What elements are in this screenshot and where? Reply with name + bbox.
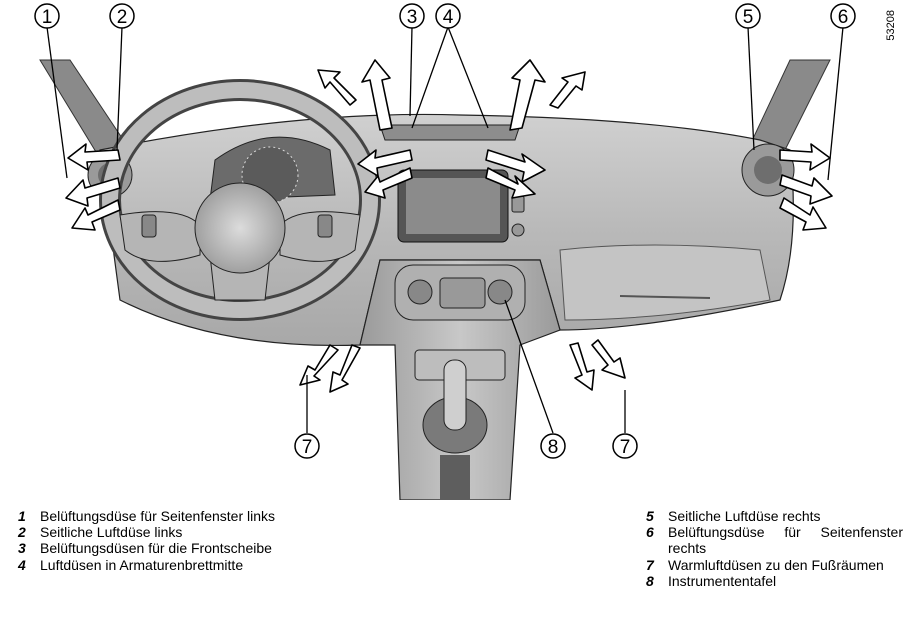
- arrow-right-window-c: [779, 197, 827, 231]
- legend-item: 5 Seitliche Luftdüse rechts: [646, 508, 903, 524]
- legend-item: 7 Warmluftdüsen zu den Fußräumen: [646, 557, 903, 573]
- legend-number: 2: [18, 524, 26, 541]
- callout-1: 1: [34, 3, 60, 29]
- legend-text: Belüftungsdüsen für die Frontscheibe: [40, 540, 272, 557]
- steering-wheel: [99, 79, 381, 321]
- legend-number-blank: [646, 540, 668, 556]
- arrow-foot-right-a: [569, 342, 595, 391]
- legend-right: 5 Seitliche Luftdüse rechts 6 Belüftungs…: [646, 508, 903, 589]
- arrow-right-window-b: [779, 174, 833, 205]
- legend-text: Seitliche Luftdüse rechts: [668, 508, 821, 524]
- callout-5: 5: [735, 3, 761, 29]
- legend-text: Seitliche Luftdüse links: [40, 524, 183, 541]
- legend-text: Belüftungsdüse für Seitenfenster links: [40, 508, 276, 524]
- callout-7-left: 7: [294, 433, 320, 459]
- arrow-right-window-a: [779, 143, 831, 171]
- legend-number: 3: [18, 540, 26, 557]
- callout-7-left-label: 7: [302, 437, 313, 458]
- dashboard-illustration: 1 2 3 4 5 6 7 7 8: [34, 3, 856, 500]
- callout-6: 6: [830, 3, 856, 29]
- legend-number: 1: [18, 508, 26, 524]
- arrow-windscreen-right-b: [549, 71, 586, 109]
- airflow-arrows: [65, 59, 833, 393]
- callout-4: 4: [435, 3, 461, 29]
- callout-5-label: 5: [743, 7, 754, 28]
- legend-text: Luftdüsen in Armaturenbrettmitte: [40, 556, 244, 573]
- arrow-left-window-c: [71, 199, 121, 231]
- legend-item: 2 Seitliche Luftdüse links: [18, 524, 348, 540]
- callout-2: 2: [109, 3, 135, 29]
- legend-text: Belüftungsdüse für Seitenfenster: [668, 524, 903, 541]
- callout-6-label: 6: [838, 7, 849, 28]
- arrow-windscreen-left-b: [317, 69, 357, 106]
- legend-item: 8 Instrumententafel: [646, 573, 903, 589]
- callout-2-label: 2: [117, 7, 128, 28]
- gear-shifter: [414, 349, 506, 500]
- arrow-windscreen-right-a: [509, 59, 546, 131]
- arrow-center-left-b: [364, 167, 413, 199]
- callout-8-label: 8: [548, 437, 559, 458]
- legend-item: 6 Belüftungsdüse für Seitenfenster: [646, 524, 903, 540]
- arrow-foot-left-a: [299, 344, 339, 386]
- legend-number: 4: [18, 556, 26, 573]
- legend-item-continuation: rechts: [646, 540, 903, 556]
- legend-number: 5: [646, 508, 654, 524]
- callout-7-right: 7: [612, 433, 638, 459]
- callout-3-label: 3: [407, 7, 418, 28]
- center-screen: [397, 169, 509, 243]
- arrow-windscreen-left-a: [361, 59, 393, 131]
- legend-number: 6: [646, 524, 654, 541]
- arrow-foot-left-b: [329, 344, 361, 393]
- legend-text: Instrumententafel: [668, 572, 777, 589]
- arrow-center-right-b: [485, 167, 536, 199]
- legend-text: rechts: [668, 540, 707, 557]
- legend-item: 4 Luftdüsen in Armaturenbrettmitte: [18, 557, 348, 573]
- legend-left: 1 Belüftungsdüse für Seitenfenster links…: [18, 508, 348, 573]
- callout-7-right-label: 7: [620, 437, 631, 458]
- callout-1-label: 1: [42, 7, 53, 28]
- legend-number: 7: [646, 556, 654, 573]
- legend-number: 8: [646, 572, 654, 589]
- arrow-center-left-a: [357, 149, 413, 177]
- arrow-foot-right-b: [591, 339, 626, 379]
- legend-item: 1 Belüftungsdüse für Seitenfenster links: [18, 508, 348, 524]
- callout-3: 3: [399, 3, 425, 29]
- legend-item: 3 Belüftungsdüsen für die Frontscheibe: [18, 540, 348, 556]
- arrow-center-right-a: [485, 149, 546, 183]
- legend-text: Warmluftdüsen zu den Fußräumen: [668, 556, 884, 573]
- callout-4-label: 4: [443, 7, 454, 28]
- callout-8: 8: [540, 433, 566, 459]
- arrow-left-window-a: [67, 143, 121, 171]
- arrow-left-window-b: [65, 177, 121, 207]
- leader-lines: [46, 26, 844, 434]
